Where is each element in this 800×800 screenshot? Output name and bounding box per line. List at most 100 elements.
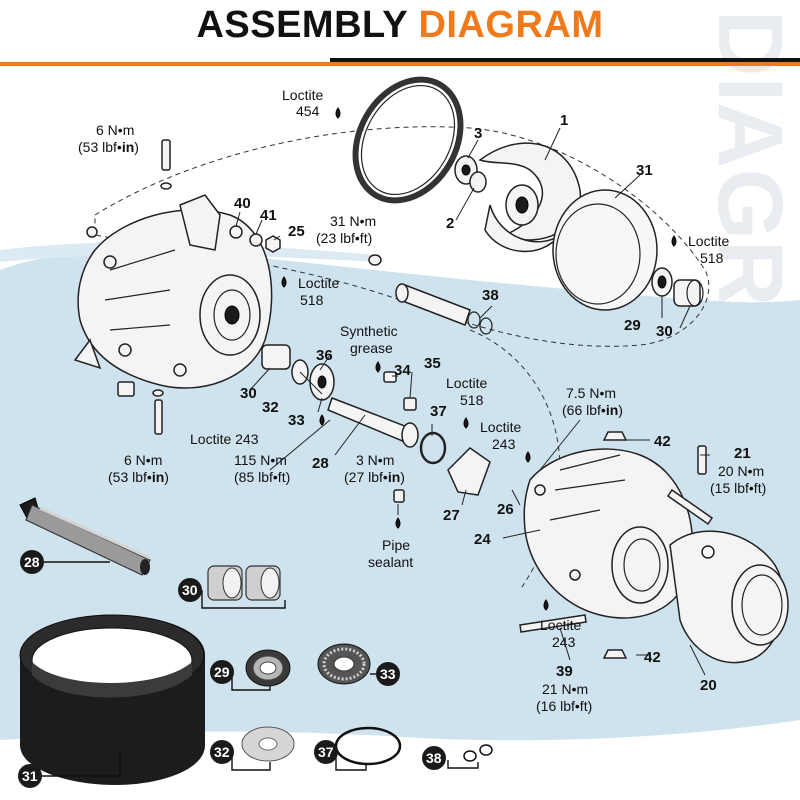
note-loctite518-left-line1: Loctite — [298, 275, 339, 291]
loctite-drop-icons — [281, 107, 677, 611]
washer-top — [160, 182, 172, 190]
note-pipe-sealant-line1: Pipe — [382, 537, 410, 553]
part-20-nozzle — [669, 530, 789, 664]
seal-ring-large — [352, 76, 464, 204]
part-31-wear-ring — [552, 189, 658, 311]
part-1-impeller — [478, 142, 581, 253]
note-torque31-line1: 31 N•m — [330, 213, 376, 229]
kit-37-badge — [314, 740, 338, 764]
callout-30-right: 30 — [656, 323, 673, 340]
title-word-diagram: DIAGRAM — [418, 4, 604, 46]
part-33-thrust-bearing-hole — [317, 375, 327, 389]
note-torque20-line1: 20 N•m — [718, 463, 764, 479]
callout-36: 36 — [316, 347, 333, 364]
note-loctite243-right-line1: Loctite — [480, 419, 521, 435]
kit-29-badge — [210, 660, 234, 684]
kit-30-badge — [178, 578, 202, 602]
note-torque115-line1: 115 N•m — [234, 452, 287, 468]
note-torque75-line1: 7.5 N•m — [566, 385, 616, 401]
note-torque6-top-line2: (53 lbf•in) — [78, 139, 139, 155]
part-34-fitting — [383, 371, 397, 383]
kit-32-washer — [241, 726, 295, 762]
note-pipe-sealant-line2: sealant — [368, 554, 413, 570]
note-torque6-bottom-line1: 6 N•m — [124, 452, 162, 468]
callout-38: 38 — [482, 287, 499, 304]
note-loctite518-mid-line2: 518 — [460, 392, 484, 408]
callout-1: 1 — [560, 112, 568, 129]
callout-21: 21 — [734, 445, 751, 462]
callout-39: 39 — [556, 663, 573, 680]
part-42-grommet-bottom — [602, 649, 628, 659]
bolt-bottom-6nm — [154, 399, 163, 435]
part-42-grommet-top — [602, 431, 628, 441]
kit-29-label: 29 — [214, 664, 230, 680]
note-loctite518-right-line2: 518 — [700, 250, 724, 266]
title-word-assembly: ASSEMBLY — [196, 4, 408, 46]
note-loctite518-left-line2: 518 — [300, 292, 324, 308]
callout-25: 25 — [288, 223, 305, 240]
kit-30-label: 30 — [182, 582, 198, 598]
bolt-top-6nm — [161, 139, 171, 171]
pipe-plug — [393, 489, 405, 503]
callout-42-top: 42 — [654, 433, 671, 450]
kit-37-bracket — [335, 752, 367, 771]
impeller-group-outline — [94, 126, 710, 347]
part-40-washer — [229, 225, 243, 239]
kit-38-oring-small-a — [463, 750, 477, 762]
note-torque20-line2: (15 lbf•ft) — [710, 480, 766, 496]
part-39-bolts — [519, 614, 587, 633]
seal-ring-large-inner — [360, 84, 456, 196]
kit-31-leader — [42, 750, 121, 777]
note-torque6-bottom-line2: (53 lbf•in) — [108, 469, 169, 485]
part-21-bolt — [697, 445, 707, 475]
leader-lines — [235, 127, 710, 676]
note-torque3-line1: 3 N•m — [356, 452, 394, 468]
callout-3: 3 — [474, 125, 482, 142]
callout-31-top: 31 — [636, 162, 653, 179]
note-torque21-line1: 21 N•m — [542, 681, 588, 697]
part-37-oring — [419, 431, 447, 465]
note-loctite518-mid-line1: Loctite — [446, 375, 487, 391]
kit-29-seal — [245, 649, 291, 687]
note-synthetic-grease-line2: grease — [350, 340, 393, 356]
callout-24: 24 — [474, 531, 491, 548]
kit-37-label: 37 — [318, 744, 334, 760]
part-3-bearing-hole — [461, 164, 471, 176]
kit-28-label: 28 — [24, 554, 40, 570]
part-24-venturi-housing — [523, 448, 694, 619]
page-title: ASSEMBLY DIAGRAM — [0, 4, 800, 47]
kit-38-label: 38 — [426, 750, 442, 766]
part-41-washer — [249, 233, 263, 247]
note-torque75-line2: (66 lbf•in) — [562, 402, 623, 418]
note-loctite243-bottom-line2: 243 — [552, 634, 576, 650]
part-2-washer — [469, 171, 487, 193]
callout-34: 34 — [394, 362, 411, 379]
shaft-sleeve — [395, 283, 493, 335]
callout-40: 40 — [234, 195, 251, 212]
part-30-bearing-stack — [261, 344, 291, 370]
note-loctite454-line2: 454 — [296, 103, 320, 119]
callout-35: 35 — [424, 355, 441, 372]
callout-29: 29 — [624, 317, 641, 334]
callout-41: 41 — [260, 207, 277, 224]
callout-27: 27 — [443, 507, 460, 524]
kit-31-label: 31 — [22, 768, 38, 784]
kit-33-badge — [376, 662, 400, 686]
callout-32: 32 — [262, 399, 279, 416]
callout-33: 33 — [288, 412, 305, 429]
title-underline-orange — [0, 62, 800, 66]
callout-37: 37 — [430, 403, 447, 420]
note-loctite243-left: Loctite 243 — [190, 431, 259, 447]
note-torque6-top-line1: 6 N•m — [96, 122, 134, 138]
callout-30-left: 30 — [240, 385, 257, 402]
shaft-group-outline — [469, 329, 561, 591]
note-torque21-line2: (16 lbf•ft) — [536, 698, 592, 714]
kit-28-badge — [20, 550, 44, 574]
part-35-fitting — [403, 397, 417, 411]
small-block — [117, 381, 135, 397]
long-studs — [666, 488, 714, 526]
title-underline-black — [330, 58, 800, 62]
kit-33-thrust-bearing — [317, 643, 371, 685]
callout-26: 26 — [497, 501, 514, 518]
kit-30-bearings — [207, 565, 281, 601]
